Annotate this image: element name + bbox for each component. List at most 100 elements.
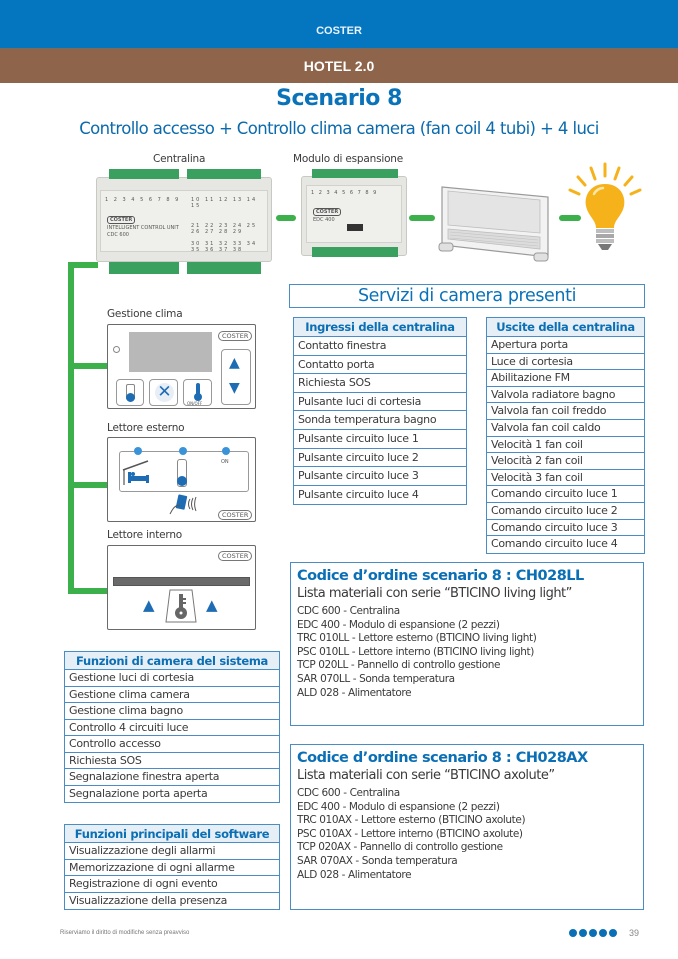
centralina-label: Centralina	[153, 153, 206, 165]
material-item: SAR 070AX - Sonda temperatura	[297, 854, 458, 867]
indicator-led	[134, 447, 142, 455]
table-row: Visualizzazione degli allarmi	[65, 843, 279, 860]
coster-logo: COSTER	[218, 551, 253, 561]
table-row: Velocità 1 fan coil	[487, 437, 644, 454]
table-row: Registrazione di ogni evento	[65, 876, 279, 893]
page-subtitle: Controllo accesso + Controllo clima came…	[79, 119, 599, 138]
lettore-esterno-label: Lettore esterno	[107, 422, 185, 434]
table-header: Funzioni di camera del sistema	[65, 652, 279, 670]
brand-name: COSTER	[316, 25, 362, 37]
table-row: Segnalazione finestra aperta	[65, 769, 279, 786]
top-brand-bar: COSTER	[0, 0, 678, 48]
material-item: PSC 010AX - Lettore interno (BTICINO axo…	[297, 827, 523, 840]
no-entry-icon	[126, 393, 135, 402]
page-title: Scenario 8	[276, 86, 402, 111]
courtesy-button[interactable]	[116, 379, 144, 406]
material-item: TCP 020LL - Pannello di controllo gestio…	[297, 659, 501, 672]
material-item: TCP 020AX - Pannello di controllo gestio…	[297, 841, 503, 854]
coster-logo: COSTER	[218, 510, 253, 520]
coster-logo: COSTER	[107, 216, 136, 224]
order-code-title: Codice d’ordine scenario 8 : CH028LL	[297, 568, 584, 584]
table-row: Sonda temperatura bagno	[294, 411, 466, 430]
arrow-up-icon[interactable]: ▲	[229, 355, 240, 371]
material-item: TRC 010AX - Lettore esterno (BTICINO axo…	[297, 814, 526, 827]
terminal-block	[109, 169, 179, 179]
dot-icon	[579, 929, 587, 937]
table-header: Uscite della centralina	[487, 318, 644, 337]
connector-line	[68, 363, 108, 369]
room-occupied-icon	[122, 460, 149, 485]
table-header: Funzioni principali del software	[65, 825, 279, 843]
indicator-led	[222, 447, 230, 455]
order-box-ll: Codice d’ordine scenario 8 : CH028LL Lis…	[290, 562, 644, 726]
arrow-up-icon: ▲	[143, 596, 155, 614]
order-series: Lista materiali con serie “BTICINO livin…	[297, 586, 572, 601]
table-row: Valvola radiatore bagno	[487, 387, 644, 404]
table-row: Pulsante circuito luce 3	[294, 467, 466, 486]
door-hanger-icon	[177, 459, 187, 487]
fan-coil-icon	[438, 186, 549, 262]
connector-line	[409, 215, 435, 221]
dot-icon	[569, 929, 577, 937]
ingressi-table: Ingressi della centralina Contatto fines…	[293, 317, 467, 506]
connector-line	[559, 215, 581, 221]
funzioni-camera-table: Funzioni di camera del sistema Gestione …	[64, 651, 280, 803]
connector-line	[68, 482, 108, 488]
table-row: Luce di cortesia	[487, 354, 644, 371]
gestione-clima-panel: COSTER ▲ ▼ ✕ ON/OFF	[107, 324, 256, 409]
section-bar: HOTEL 2.0	[0, 48, 678, 83]
table-row: Apertura porta	[487, 337, 644, 354]
table-row: Memorizzazione di ogni allarme	[65, 860, 279, 876]
table-row: Controllo accesso	[65, 736, 279, 753]
connector-line	[68, 262, 98, 268]
table-row: Comando circuito luce 4	[491, 537, 618, 551]
lettore-interno-label: Lettore interno	[107, 529, 183, 541]
connector-line	[276, 215, 296, 221]
arrow-buttons: ▲ ▼	[221, 349, 251, 405]
material-item: EDC 400 - Modulo di espansione (2 pezzi)	[297, 800, 500, 813]
display-screen	[129, 332, 212, 372]
table-row: Richiesta SOS	[65, 753, 279, 769]
page-number: 39	[629, 928, 640, 938]
thermostat-button[interactable]: ON/OFF	[183, 379, 212, 406]
card-slot[interactable]	[113, 577, 250, 586]
terminal-block	[312, 169, 398, 178]
arrow-down-icon[interactable]: ▼	[229, 380, 240, 396]
table-row: Comando circuito luce 1	[487, 486, 644, 503]
table-row: Richiesta SOS	[294, 374, 466, 393]
material-item: TRC 010LL - Lettore esterno (BTICINO liv…	[297, 632, 537, 645]
table-row: Velocità 2 fan coil	[487, 453, 644, 470]
coster-logo: COSTER	[218, 331, 253, 341]
table-row: Contatto porta	[294, 356, 466, 375]
indicator-led	[179, 447, 187, 455]
terminal-block	[187, 169, 261, 179]
funzioni-software-table: Funzioni principali del software Visuali…	[64, 824, 280, 910]
table-row: Pulsante circuito luce 4	[298, 487, 419, 501]
table-row: Gestione clima bagno	[65, 703, 279, 720]
material-item: CDC 600 - Centralina	[297, 787, 400, 799]
servizi-title: Servizi di camera presenti	[289, 284, 645, 308]
modulo-label: Modulo di espansione	[293, 153, 404, 165]
modulo-espansione-device: 1 2 3 4 5 6 7 8 9 COSTER EDC 400	[301, 169, 407, 257]
table-row: Segnalazione porta aperta	[69, 786, 208, 800]
dot-icon	[589, 929, 597, 937]
fan-button[interactable]: ✕	[149, 379, 178, 406]
modulo-faceplate: 1 2 3 4 5 6 7 8 9 COSTER EDC 400	[306, 185, 402, 243]
table-row: Gestione clima camera	[65, 687, 279, 703]
arrow-up-icon: ▲	[206, 596, 218, 614]
material-item: CDC 600 - Centralina	[297, 605, 400, 617]
connector-bus	[68, 262, 74, 594]
section-title: HOTEL 2.0	[303, 58, 375, 74]
table-row: Comando circuito luce 3	[487, 520, 644, 537]
terminal-block	[187, 262, 261, 274]
light-bulb-icon	[568, 162, 642, 250]
connector-line	[68, 588, 108, 594]
table-row: Valvola fan coil caldo	[487, 420, 644, 437]
centralina-device: 1 2 3 4 5 6 7 8 9 10 11 12 13 14 15 COST…	[96, 169, 272, 274]
lettore-interno-panel: COSTER ▲ ▲	[107, 545, 256, 630]
table-row: Controllo 4 circuiti luce	[65, 720, 279, 736]
table-row: Contatto finestra	[294, 337, 466, 356]
material-item: ALD 028 - Alimentatore	[297, 686, 412, 699]
